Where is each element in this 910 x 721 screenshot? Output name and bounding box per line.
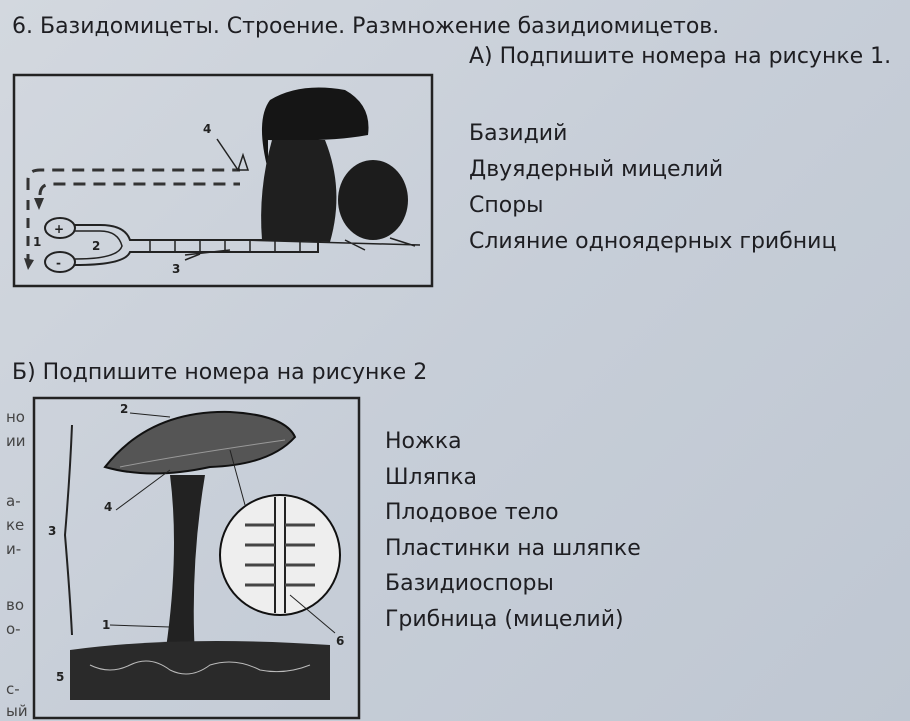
fig1-label-2: 2 [92,239,100,253]
margin-text: о- [6,620,21,638]
margin-text: а- [6,492,21,510]
fig1-label-1: 1 [33,235,41,249]
fig2-label-1: 1 [102,618,110,632]
term: Базидиоспоры [385,571,554,596]
term: Шляпка [385,464,477,490]
margin-text: ке [6,516,25,534]
terms-list-b: Ножка Шляпка Плодовое тело Пластинки на … [385,424,641,637]
term: Грибница (мицелий) [385,606,624,632]
minus-sign: - [56,256,61,270]
term: Базидий [469,121,568,146]
fig2-label-6: 6 [336,634,344,648]
task-title: 6. Базидомицеты. Строение. Размножение б… [12,14,720,39]
figure-1-mushroom-lifecycle: + - 1 2 3 4 [12,73,434,288]
term: Ножка [385,429,462,454]
fig2-label-4: 4 [104,500,112,514]
margin-text: с- [6,680,20,698]
fig2-label-2: 2 [120,402,128,416]
fig2-label-5: 5 [56,670,64,684]
figure-2-mushroom-structure: 1 2 3 4 5 6 [32,396,361,720]
margin-text: ый [6,702,28,720]
margin-text: но [6,408,25,426]
fig1-label-4: 4 [203,122,211,136]
margin-text: ии [6,432,26,450]
term: Пластинки на шляпке [385,535,641,561]
margin-text: и- [6,540,22,558]
terms-list-a: Базидий Двуядерный мицелий Споры Слияние… [469,116,836,260]
question-a: А) Подпишите номера на рисунке 1. [469,44,892,69]
fig2-label-3: 3 [48,524,56,538]
term: Споры [469,193,544,218]
term: Плодовое тело [385,500,559,525]
plus-sign: + [54,222,64,236]
term: Слияние одноядерных грибниц [469,229,837,254]
term: Двуядерный мицелий [469,157,724,182]
question-b: Б) Подпишите номера на рисунке 2 [12,360,428,385]
fig1-label-3: 3 [172,262,180,276]
margin-text: во [6,596,25,614]
